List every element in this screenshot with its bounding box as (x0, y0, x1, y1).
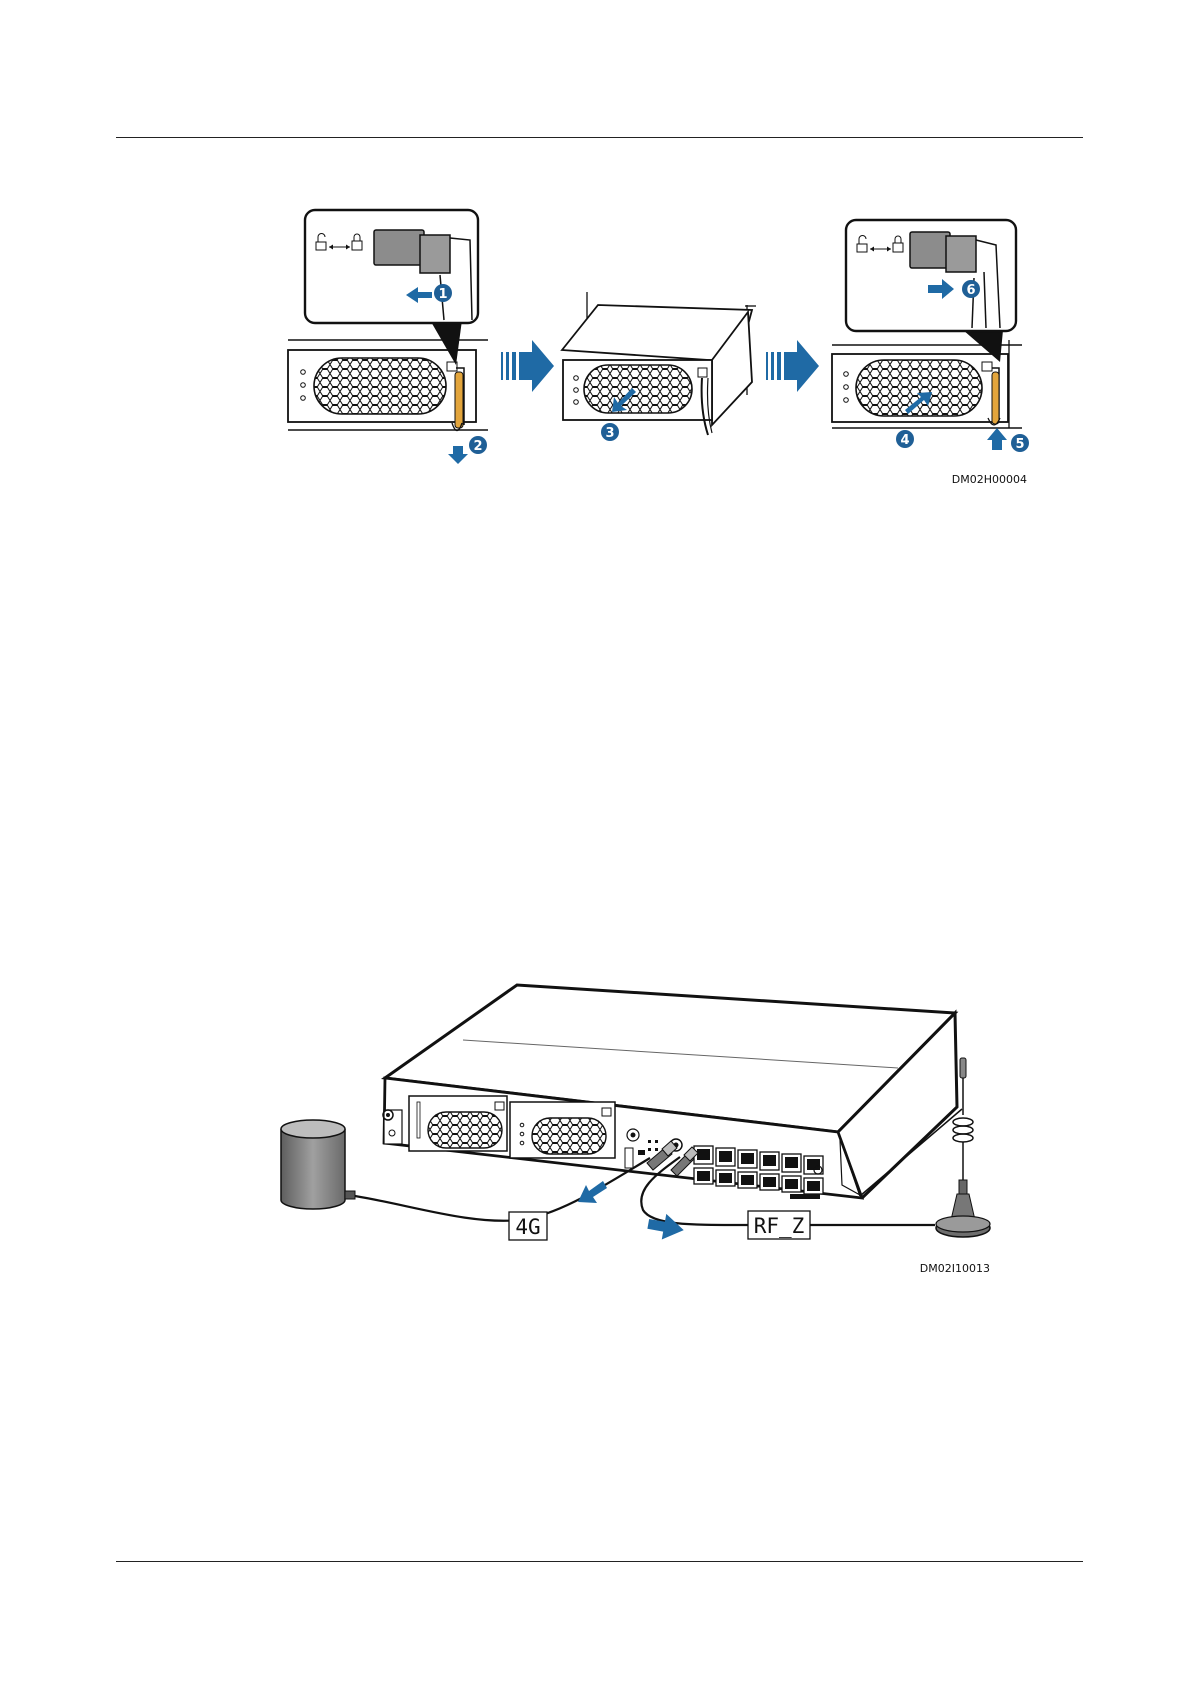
module-in-rack-left (288, 340, 488, 431)
external-4g-antenna (281, 1120, 355, 1209)
arrow-down-icon (448, 446, 468, 464)
svg-text:3: 3 (605, 426, 614, 441)
arrow-up-icon (987, 428, 1007, 450)
latch-detail-callout-right (846, 220, 1016, 362)
label-4g: 4G (509, 1212, 547, 1240)
figure-1-code: DM02H00004 (952, 473, 1027, 486)
svg-text:6: 6 (966, 283, 975, 298)
step-callout-3: 3 (601, 423, 619, 441)
chassis (384, 985, 962, 1198)
figure-2-antenna-connection: 4G RF_Z DM02I10013 (281, 985, 990, 1275)
svg-text:4G: 4G (515, 1215, 540, 1239)
step-callout-1: 1 (434, 284, 452, 302)
step-callout-6: 6 (962, 280, 980, 298)
label-rfz: RF_Z (748, 1211, 810, 1239)
figure-1-power-module-replacement: 1 2 3 4 5 6 DM02H00004 (288, 210, 1029, 486)
step-callout-4: 4 (896, 430, 914, 448)
process-arrow-2 (766, 340, 819, 392)
svg-text:2: 2 (473, 439, 482, 454)
step-callout-5: 5 (987, 428, 1029, 452)
svg-text:4: 4 (900, 433, 909, 448)
process-arrow-1 (501, 340, 554, 392)
svg-text:5: 5 (1015, 437, 1024, 452)
svg-text:RF_Z: RF_Z (754, 1214, 805, 1238)
arrow-rfz-icon (646, 1211, 686, 1243)
svg-text:1: 1 (438, 287, 447, 302)
arrow-4g-icon (578, 1181, 607, 1203)
step-callout-2: 2 (448, 436, 487, 464)
figure-2-code: DM02I10013 (920, 1262, 990, 1275)
module-removed-middle (562, 292, 756, 435)
latch-detail-callout-left (305, 210, 478, 365)
